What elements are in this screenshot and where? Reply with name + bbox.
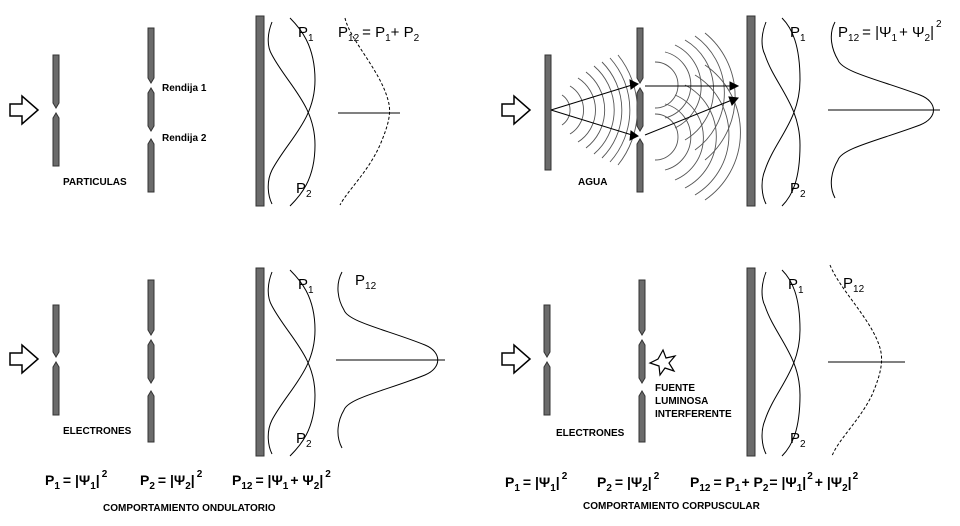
slit-barrier-middle <box>147 87 155 132</box>
equations-right: P1= |Ψ1|2 P2= |Ψ2|2 P12= P1+ P2= |Ψ1|2+ … <box>505 471 859 494</box>
ep-detection-screen <box>746 267 756 457</box>
e-slit-barrier-middle <box>147 339 155 384</box>
e-slit-barrier-top <box>147 279 155 336</box>
e-slit-barrier-bottom <box>147 390 155 443</box>
p2-label: P2 <box>296 180 312 200</box>
e-p1-label: P1 <box>298 276 314 296</box>
slit-1-label: Rendija 1 <box>162 83 207 94</box>
ep-p2-curve <box>761 271 801 457</box>
water-slit-barrier-top <box>636 27 644 84</box>
ep-p1-label: P1 <box>788 276 804 296</box>
p12-distribution-curve <box>339 17 391 206</box>
water-p2-curve <box>761 21 801 207</box>
eq-left-p12: P12= |Ψ1+ Ψ2|2 <box>232 469 331 492</box>
water-source-barrier <box>544 54 552 171</box>
ep-source-barrier-bottom <box>543 361 551 416</box>
ep-slit-barrier-middle <box>638 339 646 384</box>
light-source-label: FUENTE LUMINOSA INTERFERENTE <box>655 383 732 420</box>
water-label: AGUA <box>578 177 607 188</box>
slit-barrier-bottom <box>147 138 155 193</box>
light-source-star-icon <box>648 348 677 377</box>
incoming-arrow-icon <box>9 343 40 375</box>
p12-equation: P12= P1+ P2 <box>338 24 420 44</box>
ep-p2-label: P2 <box>790 430 806 450</box>
caption-right: COMPORTAMIENTO CORPUSCULAR <box>583 501 761 512</box>
ep-p1-curve <box>761 269 801 455</box>
panel-electrons-particle: FUENTE LUMINOSA INTERFERENTE ELECTRONES … <box>501 264 905 457</box>
particles-label: PARTICULAS <box>63 177 127 188</box>
panel-particles: Rendija 1 Rendija 2 PARTICULAS P1 P2 P12… <box>9 15 420 207</box>
slit-2-label: Rendija 2 <box>162 133 207 144</box>
slit-wavefronts <box>654 32 741 201</box>
ep-slit-barrier-bottom <box>638 390 646 443</box>
caption-left: COMPORTAMIENTO ONDULATORIO <box>103 503 276 514</box>
e-p1-curve <box>267 269 316 455</box>
eq-left-p1: P1= |Ψ1|2 <box>45 469 108 492</box>
ep-slit-barrier-top <box>638 279 646 336</box>
ep-electrons-label: ELECTRONES <box>556 428 625 439</box>
e-p2-curve <box>267 271 316 457</box>
source-barrier-top <box>52 54 60 109</box>
e-detection-screen <box>255 267 265 457</box>
incoming-arrow-icon <box>501 343 532 375</box>
p2-distribution-curve <box>267 21 316 207</box>
e-p12-label: P12 <box>355 272 377 292</box>
e-p2-label: P2 <box>296 430 312 450</box>
incoming-arrow-icon <box>9 94 40 126</box>
ep-p12-label: P12 <box>843 275 865 295</box>
water-p12-curve <box>830 21 934 199</box>
water-slit-barrier-middle <box>636 87 644 132</box>
e-source-barrier-top <box>52 304 60 358</box>
panel-electrons-wave: ELECTRONES P1 P2 P12 <box>9 267 445 457</box>
source-wavefronts <box>561 54 638 166</box>
eq-right-p12: P12= P1+ P2= |Ψ1|2+ |Ψ2|2 <box>690 471 859 494</box>
eq-left-p2: P2= |Ψ2|2 <box>140 469 203 492</box>
slit-barrier-top <box>147 27 155 84</box>
water-slit-barrier-bottom <box>636 138 644 193</box>
water-p2-label: P2 <box>790 180 806 200</box>
eq-right-p1: P1= |Ψ1|2 <box>505 471 568 494</box>
ep-p12-curve <box>829 264 883 457</box>
propagation-arrows <box>550 79 740 141</box>
eq-right-p2: P2= |Ψ2|2 <box>597 471 660 494</box>
detection-screen <box>255 15 265 207</box>
water-p1-curve <box>761 17 801 205</box>
water-p12-equation: P12= |Ψ1+ Ψ2|2 <box>838 19 942 44</box>
panel-water: AGUA P1 P2 P12= |Ψ1+ Ψ2|2 <box>501 15 942 207</box>
equations-left: P1= |Ψ1|2 P2= |Ψ2|2 P12= |Ψ1+ Ψ2|2 <box>45 469 331 492</box>
p1-label: P1 <box>298 24 314 44</box>
water-detection-screen <box>746 15 756 207</box>
electrons-label: ELECTRONES <box>63 426 132 437</box>
e-p12-curve <box>337 271 439 449</box>
ep-source-barrier-top <box>543 304 551 358</box>
p1-distribution-curve <box>267 17 316 205</box>
water-p1-label: P1 <box>790 24 806 44</box>
source-barrier-bottom <box>52 112 60 167</box>
incoming-arrow-icon <box>501 94 532 126</box>
e-source-barrier-bottom <box>52 361 60 416</box>
